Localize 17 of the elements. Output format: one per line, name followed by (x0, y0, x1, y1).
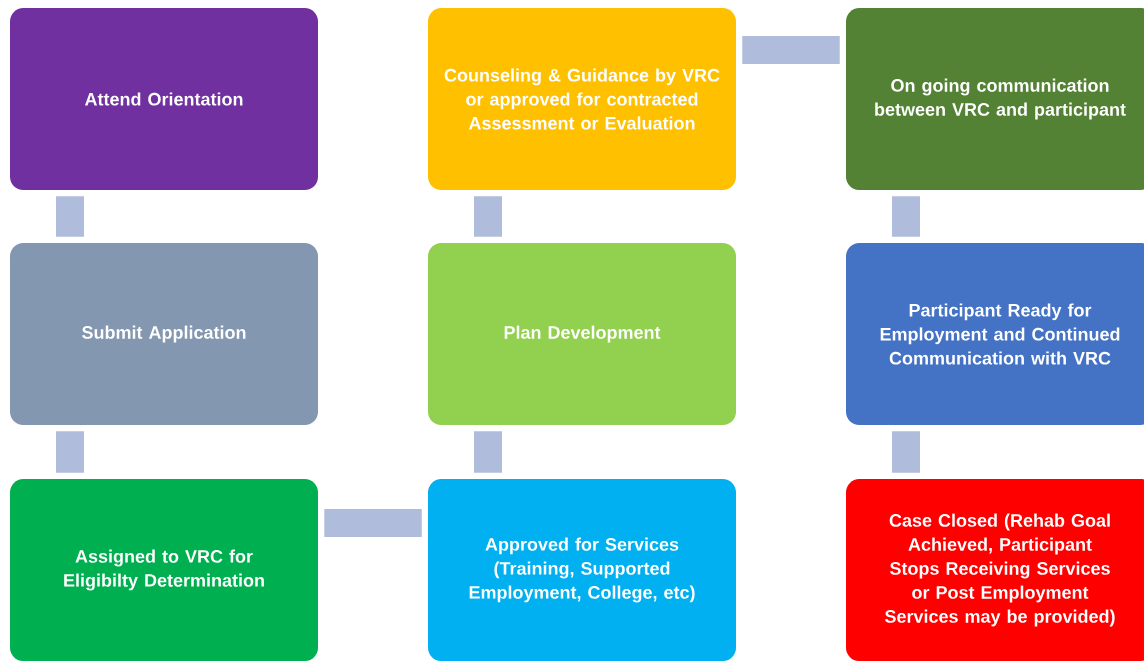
connector-bar (56, 196, 84, 237)
process-box: Counseling & Guidance by VRC or approved for contracted Assessment or Evaluation (428, 8, 736, 190)
connector-bar (892, 196, 920, 237)
connector-bar (474, 431, 502, 473)
process-box: Approved for Services (Training, Supported Employment, College, etc) (428, 479, 736, 661)
process-box: On going communication between VRC and participant (846, 8, 1144, 190)
connector-bar (324, 509, 422, 537)
process-box: Attend Orientation (10, 8, 318, 190)
process-box: Plan Development (428, 243, 736, 425)
process-box: Submit Application (10, 243, 318, 425)
connector-bar (742, 36, 840, 64)
process-box: Case Closed (Rehab Goal Achieved, Participant Stops Receiving Services or Post Employment Services may be provided) (846, 479, 1144, 661)
connector-bar (56, 431, 84, 473)
process-box: Participant Ready for Employment and Continued Communication with VRC (846, 243, 1144, 425)
connector-bar (892, 431, 920, 473)
connector-bar (474, 196, 502, 237)
process-box: Assigned to VRC for Eligibilty Determination (10, 479, 318, 661)
